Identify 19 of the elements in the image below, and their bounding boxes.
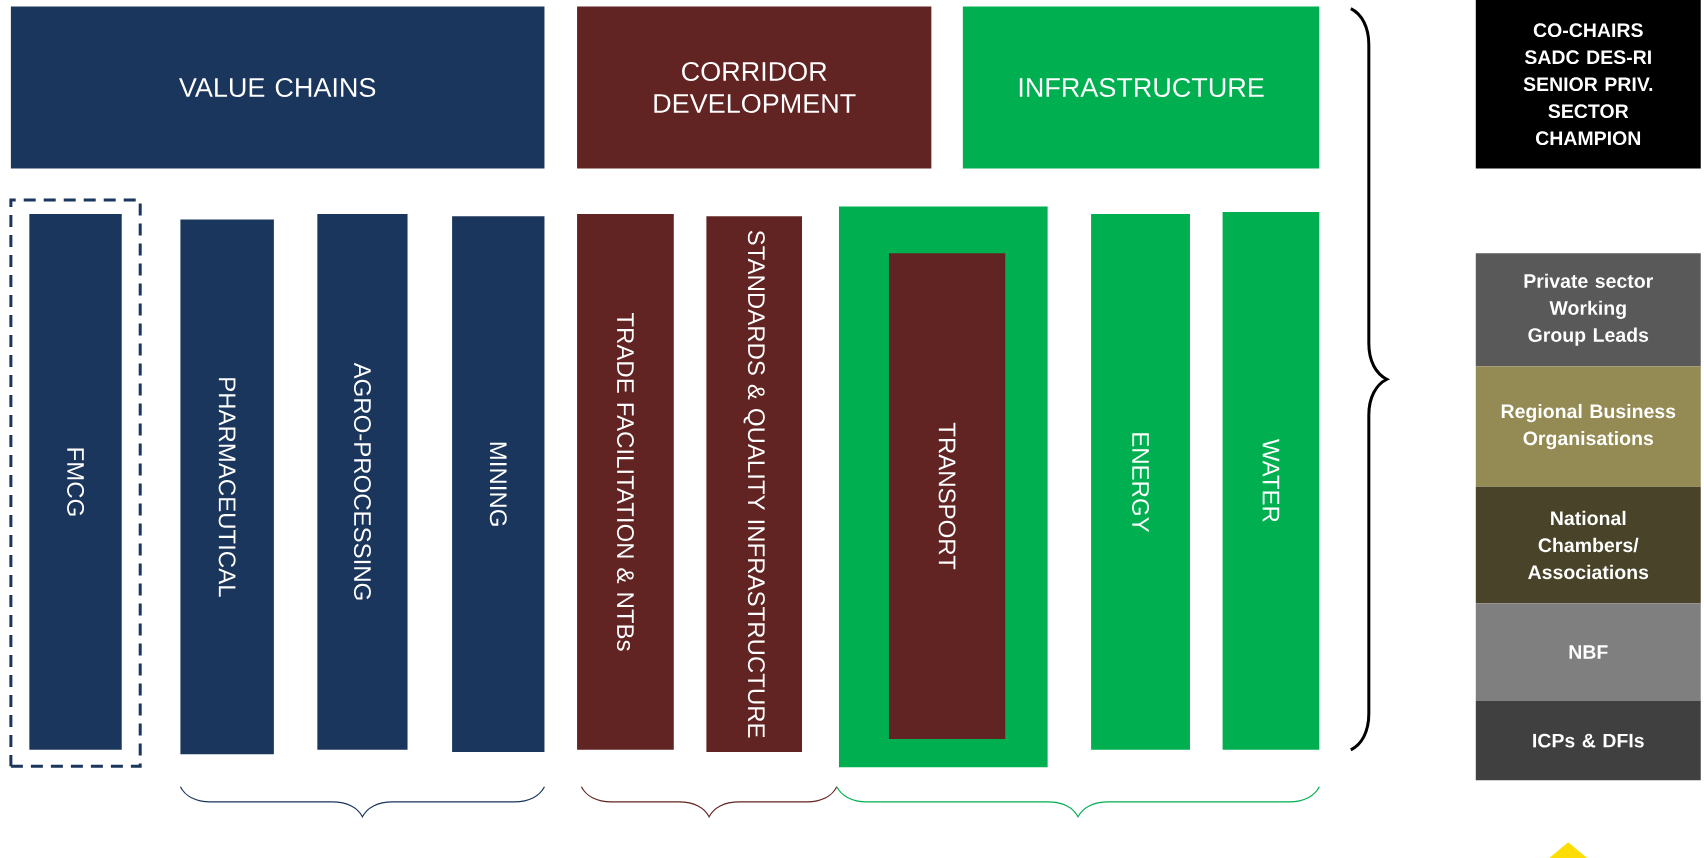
column-box: TRADE FACILITATION & NTBs	[577, 214, 674, 750]
header-box: INFRASTRUCTURE	[962, 6, 1320, 169]
stack-box: National Chambers/ Associations	[1475, 486, 1701, 604]
dashed-frame	[9, 198, 142, 768]
stack-box: NBF	[1475, 603, 1701, 701]
role-box: CO-CHAIRS SADC DES-RI SENIOR PRIV. SECTOR CHAMPION	[1475, 0, 1701, 169]
header-box: CORRIDOR DEVELOPMENT	[577, 6, 932, 169]
column-box: ENERGY	[1091, 214, 1190, 750]
column-box: AGRO-PROCESSING	[317, 214, 408, 750]
column-box: MINING	[452, 216, 545, 752]
column-box: TRANSPORT	[888, 253, 1006, 739]
stack-box: ICPs & DFIs	[1475, 700, 1701, 781]
stack-box: Regional Business Organisations	[1475, 366, 1701, 487]
column-box: WATER	[1222, 211, 1320, 750]
column-box: STANDARDS & QUALITY INFRASTRUCTURE	[706, 216, 802, 752]
column-box: FMCG	[29, 214, 122, 750]
column-box: PHARMACEUTICAL	[180, 219, 274, 755]
stack-box: Private sector Working Group Leads	[1475, 253, 1701, 367]
header-box: VALUE CHAINS	[10, 6, 545, 169]
